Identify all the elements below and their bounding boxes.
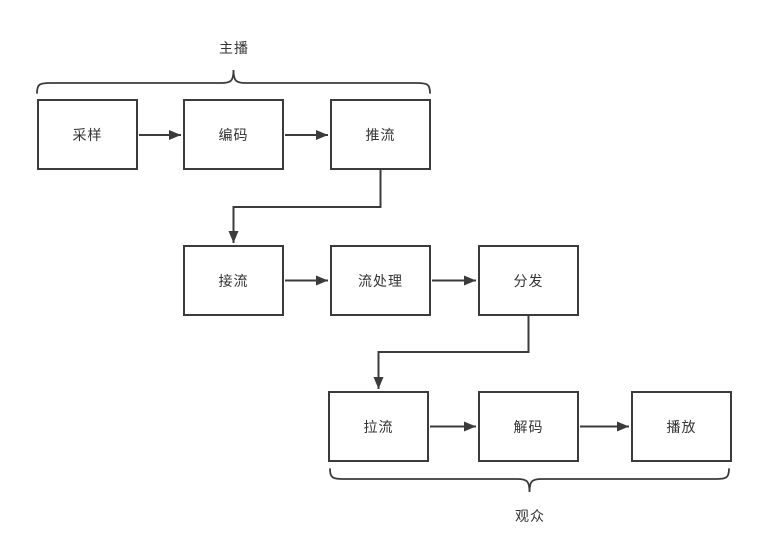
node-receive-stream: 接流 — [183, 245, 284, 316]
audience-group-brace-icon — [329, 468, 730, 493]
node-distribution: 分发 — [478, 245, 579, 316]
node-playback: 播放 — [631, 391, 732, 462]
group-label-audience: 观众 — [515, 508, 545, 524]
group-label-anchor: 主播 — [219, 40, 249, 56]
node-push-stream: 推流 — [330, 99, 431, 170]
anchor-group-brace-icon — [36, 69, 431, 94]
edge-distribution-pull-stream — [373, 316, 530, 389]
edge-push-stream-receive-stream — [228, 170, 382, 243]
node-sampling: 采样 — [37, 99, 138, 170]
node-decoding: 解码 — [478, 391, 579, 462]
node-pull-stream: 拉流 — [328, 391, 429, 462]
node-stream-processing: 流处理 — [330, 245, 431, 316]
node-encoding: 编码 — [183, 99, 284, 170]
